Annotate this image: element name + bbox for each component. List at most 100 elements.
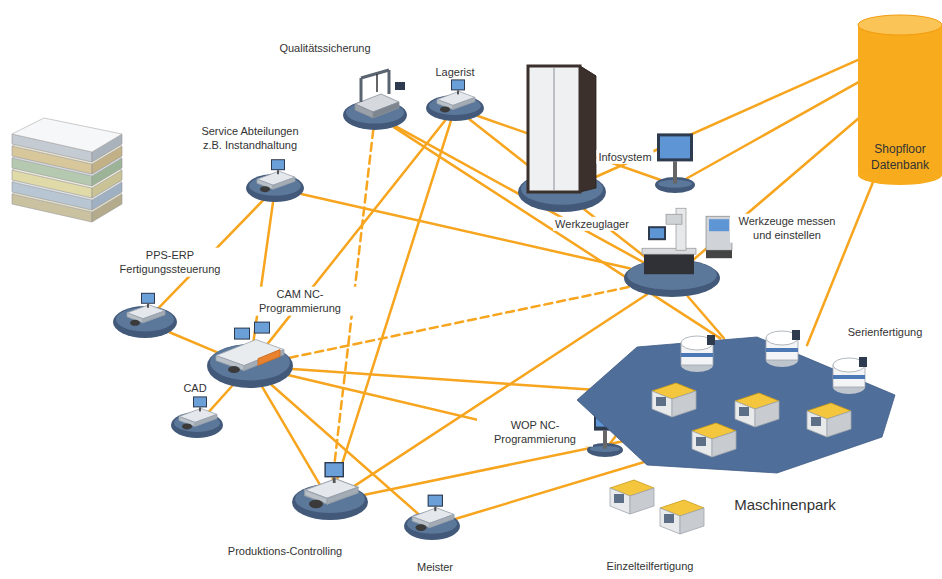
unit-base (706, 250, 732, 258)
monitor-screen (142, 294, 154, 303)
machine-band (766, 348, 798, 352)
monitor-screen (660, 136, 690, 158)
node-outline (207, 344, 293, 388)
monitor-screen (326, 463, 343, 476)
station-platform: Qualitätssicherung (343, 100, 407, 130)
connection-line (610, 436, 615, 443)
monitor-screen (429, 496, 442, 506)
node-outline (404, 512, 460, 540)
machine-front (660, 508, 680, 534)
connection-line (272, 385, 419, 514)
chair-seat (228, 366, 240, 373)
machine-window (614, 494, 624, 503)
node-outline (171, 412, 223, 438)
desk-cabinet (258, 350, 280, 366)
machine-plate (642, 248, 696, 254)
station-icon (412, 495, 454, 531)
monitor-stand (457, 90, 459, 94)
cylinder-body (858, 25, 942, 175)
chair-seat (440, 106, 450, 112)
machine-panel (859, 357, 867, 367)
node-outline (426, 95, 484, 121)
paper-stack (12, 118, 122, 222)
machine-park-floor (577, 337, 895, 473)
connection-line (456, 455, 668, 519)
machine-front (610, 488, 630, 514)
station-label: Produktions-Controlling (226, 544, 344, 558)
station-label: Werkzeuglager (553, 217, 631, 231)
monitor-stand (434, 507, 436, 511)
portal-bridge (361, 70, 389, 78)
station-platform: Werkzeuge messen und einstellen (624, 259, 720, 297)
machine-front (735, 401, 755, 427)
machine-front (692, 431, 712, 457)
node-outline (624, 259, 720, 297)
monitor-frame (451, 79, 465, 90)
connection-line (692, 118, 859, 261)
monitor-frame (254, 322, 270, 334)
desk-side (453, 97, 475, 109)
monitor-frame (428, 495, 443, 507)
machine-side (630, 488, 654, 514)
monitor-frame (141, 293, 155, 304)
station-icon (179, 396, 217, 429)
station-platform: CAM NC-Programmierung (207, 344, 293, 388)
station-icon (642, 208, 732, 274)
monitor-stand (333, 477, 336, 483)
machine-window (811, 417, 821, 426)
station-label: Qualitätssicherung (277, 41, 372, 55)
paper-sheet (12, 118, 122, 152)
database-label: Shopfloor Datenbank (862, 142, 938, 173)
group-label: Einzelteilfertigung (605, 559, 696, 573)
machine-front (652, 391, 672, 417)
station-label: CAM NC-Programmierung (242, 287, 358, 316)
desk-side (244, 350, 284, 371)
station-label: PPS-ERP Fertigungssteuerung (108, 248, 232, 277)
machine-band (833, 375, 865, 379)
node-outline (343, 100, 407, 130)
station-icon (127, 293, 165, 326)
node-outline (518, 172, 606, 212)
station-icon (355, 70, 405, 118)
machine-group (652, 330, 867, 457)
machine-front (807, 411, 827, 437)
probe (376, 74, 378, 92)
desk-side (430, 514, 454, 527)
machine-window (664, 514, 674, 523)
machine-window (656, 397, 666, 406)
connection-line (262, 387, 319, 485)
station-platform: PPS-ERP Fertigungssteuerung (113, 306, 177, 338)
monitor-frame (234, 328, 250, 340)
monitor-screen (272, 160, 284, 169)
machine-window (696, 437, 706, 446)
monitor-stand (199, 407, 201, 411)
machine-window (739, 407, 749, 416)
station-label: CAD (181, 381, 208, 395)
machine-panel (707, 335, 715, 345)
monitor-screen (650, 228, 664, 238)
monitor-pole (673, 161, 677, 183)
monitor-screen (395, 82, 405, 90)
station-icon (305, 462, 358, 508)
monitor-pole (603, 431, 607, 449)
connection-line (593, 57, 863, 178)
machine-panel (792, 330, 800, 340)
station-label: Maschinenpark (732, 495, 838, 515)
cylinder-top (858, 15, 942, 35)
station-platform: Lagerist (426, 95, 484, 121)
machine-front (355, 104, 373, 118)
node-outline (113, 306, 177, 338)
node-outline (246, 174, 304, 202)
connection-line (170, 332, 217, 352)
monitor-frame (193, 396, 207, 407)
connection-line (253, 202, 273, 344)
chair-seat (130, 320, 140, 326)
machine-park: Maschinenpark (577, 325, 897, 475)
machine-side (373, 102, 399, 118)
monitor-screen (235, 329, 249, 339)
monitor-frame (657, 133, 693, 161)
cabinet-front (528, 66, 580, 192)
node-outline (655, 177, 695, 193)
portal-leg (388, 70, 391, 94)
